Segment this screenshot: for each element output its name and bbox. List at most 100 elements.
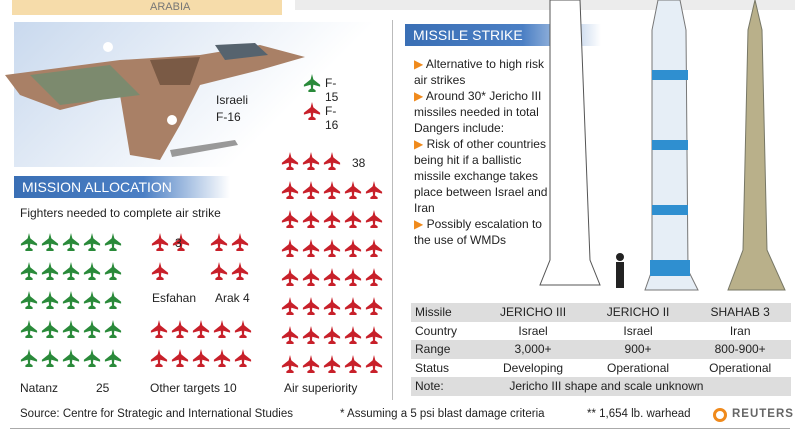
mission-subtitle: Fighters needed to complete air strike	[20, 206, 221, 220]
fighter-jet-icon	[365, 355, 383, 373]
table-cell: Iran	[729, 323, 751, 338]
fighter-jet-icon	[62, 291, 80, 309]
missile-strike-bullets: ▶ Alternative to high risk air strikes▶ …	[414, 56, 554, 248]
target-other-label: Other targets 10	[150, 381, 237, 395]
fighter-jet-icon	[210, 233, 228, 251]
fighter-jet-icon	[281, 355, 299, 373]
fighter-jet-icon	[302, 355, 320, 373]
fighter-jet-icon	[344, 268, 362, 286]
arrow-icon: ▶	[414, 57, 426, 71]
table-cell: Israel	[518, 323, 548, 338]
table-cell: JERICHO III	[500, 305, 567, 320]
fighter-jet-icon	[104, 262, 122, 280]
fighter-jet-icon	[281, 297, 299, 315]
divider	[392, 20, 393, 400]
fighter-jet-icon	[172, 233, 190, 251]
reuters-logo-icon	[713, 408, 727, 422]
table-cell: JERICHO II	[606, 305, 670, 320]
bullet-item: Dangers include:	[414, 120, 554, 136]
aircraft-label-line2: F-16	[216, 110, 241, 124]
reuters-brand: REUTERS	[732, 408, 794, 420]
fighter-jet-icon	[83, 233, 101, 251]
footer-rule	[10, 428, 790, 429]
fighter-jet-icon	[323, 326, 341, 344]
table-cell: 3,000+	[514, 342, 552, 357]
fighter-jet-icon	[171, 349, 189, 367]
fighter-jet-icon	[41, 320, 59, 338]
missile-illustrations	[539, 0, 786, 291]
fighter-jet-icon	[20, 262, 38, 280]
jericho-2-missile	[644, 0, 699, 291]
fighter-jet-icon	[303, 74, 321, 92]
bullet-text: Dangers include:	[414, 121, 505, 135]
fighter-jet-icon	[281, 181, 299, 199]
fighter-jet-icon	[365, 210, 383, 228]
fighter-jet-icon	[344, 297, 362, 315]
table-row-note: Note: Jericho III shape and scale unknown	[411, 377, 791, 396]
target-natanz-count: 25	[96, 381, 110, 395]
fighter-jet-icon	[104, 233, 122, 251]
fighter-jet-icon	[344, 239, 362, 257]
bullet-item: ▶ Alternative to high risk air strikes	[414, 56, 554, 88]
fighter-jet-icon	[213, 320, 231, 338]
f16-illustration	[5, 42, 305, 160]
fighter-jet-icon	[344, 326, 362, 344]
table-cell: 900+	[624, 342, 652, 357]
fighter-jet-icon	[62, 349, 80, 367]
bullet-text: Alternative to high risk air strikes	[414, 57, 544, 87]
target-esfahan-label: Esfahan	[152, 291, 197, 305]
fighter-jet-icon	[41, 262, 59, 280]
fighter-jet-icon	[323, 181, 341, 199]
fighter-jet-icon	[302, 152, 320, 170]
fighter-jet-icon	[344, 210, 362, 228]
arrow-icon: ▶	[414, 217, 427, 231]
fighter-jet-icon	[281, 326, 299, 344]
note-label: Note:	[415, 379, 444, 394]
fighter-jet-icon	[83, 349, 101, 367]
fighter-jet-icon	[41, 233, 59, 251]
fighter-jet-icon	[302, 297, 320, 315]
fighter-jet-icon	[150, 320, 168, 338]
table-cell: Operational	[709, 360, 772, 375]
fighter-jet-icon	[210, 262, 228, 280]
map-strip	[12, 0, 282, 15]
fighter-jet-icon	[303, 102, 321, 120]
fighter-jet-icon	[20, 233, 38, 251]
fighter-jet-icon	[302, 210, 320, 228]
fighter-jet-icon	[365, 181, 383, 199]
fighter-jet-icon	[41, 291, 59, 309]
fighter-jet-icon	[344, 181, 362, 199]
fighter-jet-icon	[281, 268, 299, 286]
bullet-text: Possibly escalation to the use of WMDs	[414, 217, 542, 247]
footnote-assumption: * Assuming a 5 psi blast damage criteria	[340, 408, 545, 420]
fighter-jet-icon	[104, 320, 122, 338]
fighter-jet-icon	[323, 152, 341, 170]
table-cell: Israel	[623, 323, 653, 338]
table-row-label: Status	[415, 360, 450, 375]
fighter-jet-icon	[344, 355, 362, 373]
bullet-item: ▶ Around 30* Jericho III missiles needed…	[414, 88, 554, 120]
fighter-jet-icon	[151, 233, 169, 251]
fighter-jet-icon	[365, 239, 383, 257]
legend-label: F-16	[325, 104, 339, 132]
target-air-superiority-count: 38	[352, 156, 366, 170]
table-cell: 800-900+	[714, 342, 766, 357]
fighter-jet-icon	[281, 239, 299, 257]
target-esfahan-count: 3	[175, 236, 182, 250]
note-text: Jericho III shape and scale unknown	[509, 379, 704, 394]
legend-label: F-15	[325, 76, 339, 104]
mission-allocation-header: MISSION ALLOCATION	[14, 176, 230, 198]
fighter-jet-icon	[83, 262, 101, 280]
arrow-icon: ▶	[414, 89, 426, 103]
human-silhouette	[616, 253, 624, 288]
fighter-jet-icon	[323, 210, 341, 228]
fighter-jet-icon	[234, 349, 252, 367]
fighter-jet-icon	[281, 152, 299, 170]
map-label: ARABIA	[150, 1, 191, 13]
aircraft-label-line1: Israeli	[216, 93, 249, 107]
fighter-jet-icon	[302, 181, 320, 199]
aircraft-label: Israeli F-16	[216, 92, 248, 126]
